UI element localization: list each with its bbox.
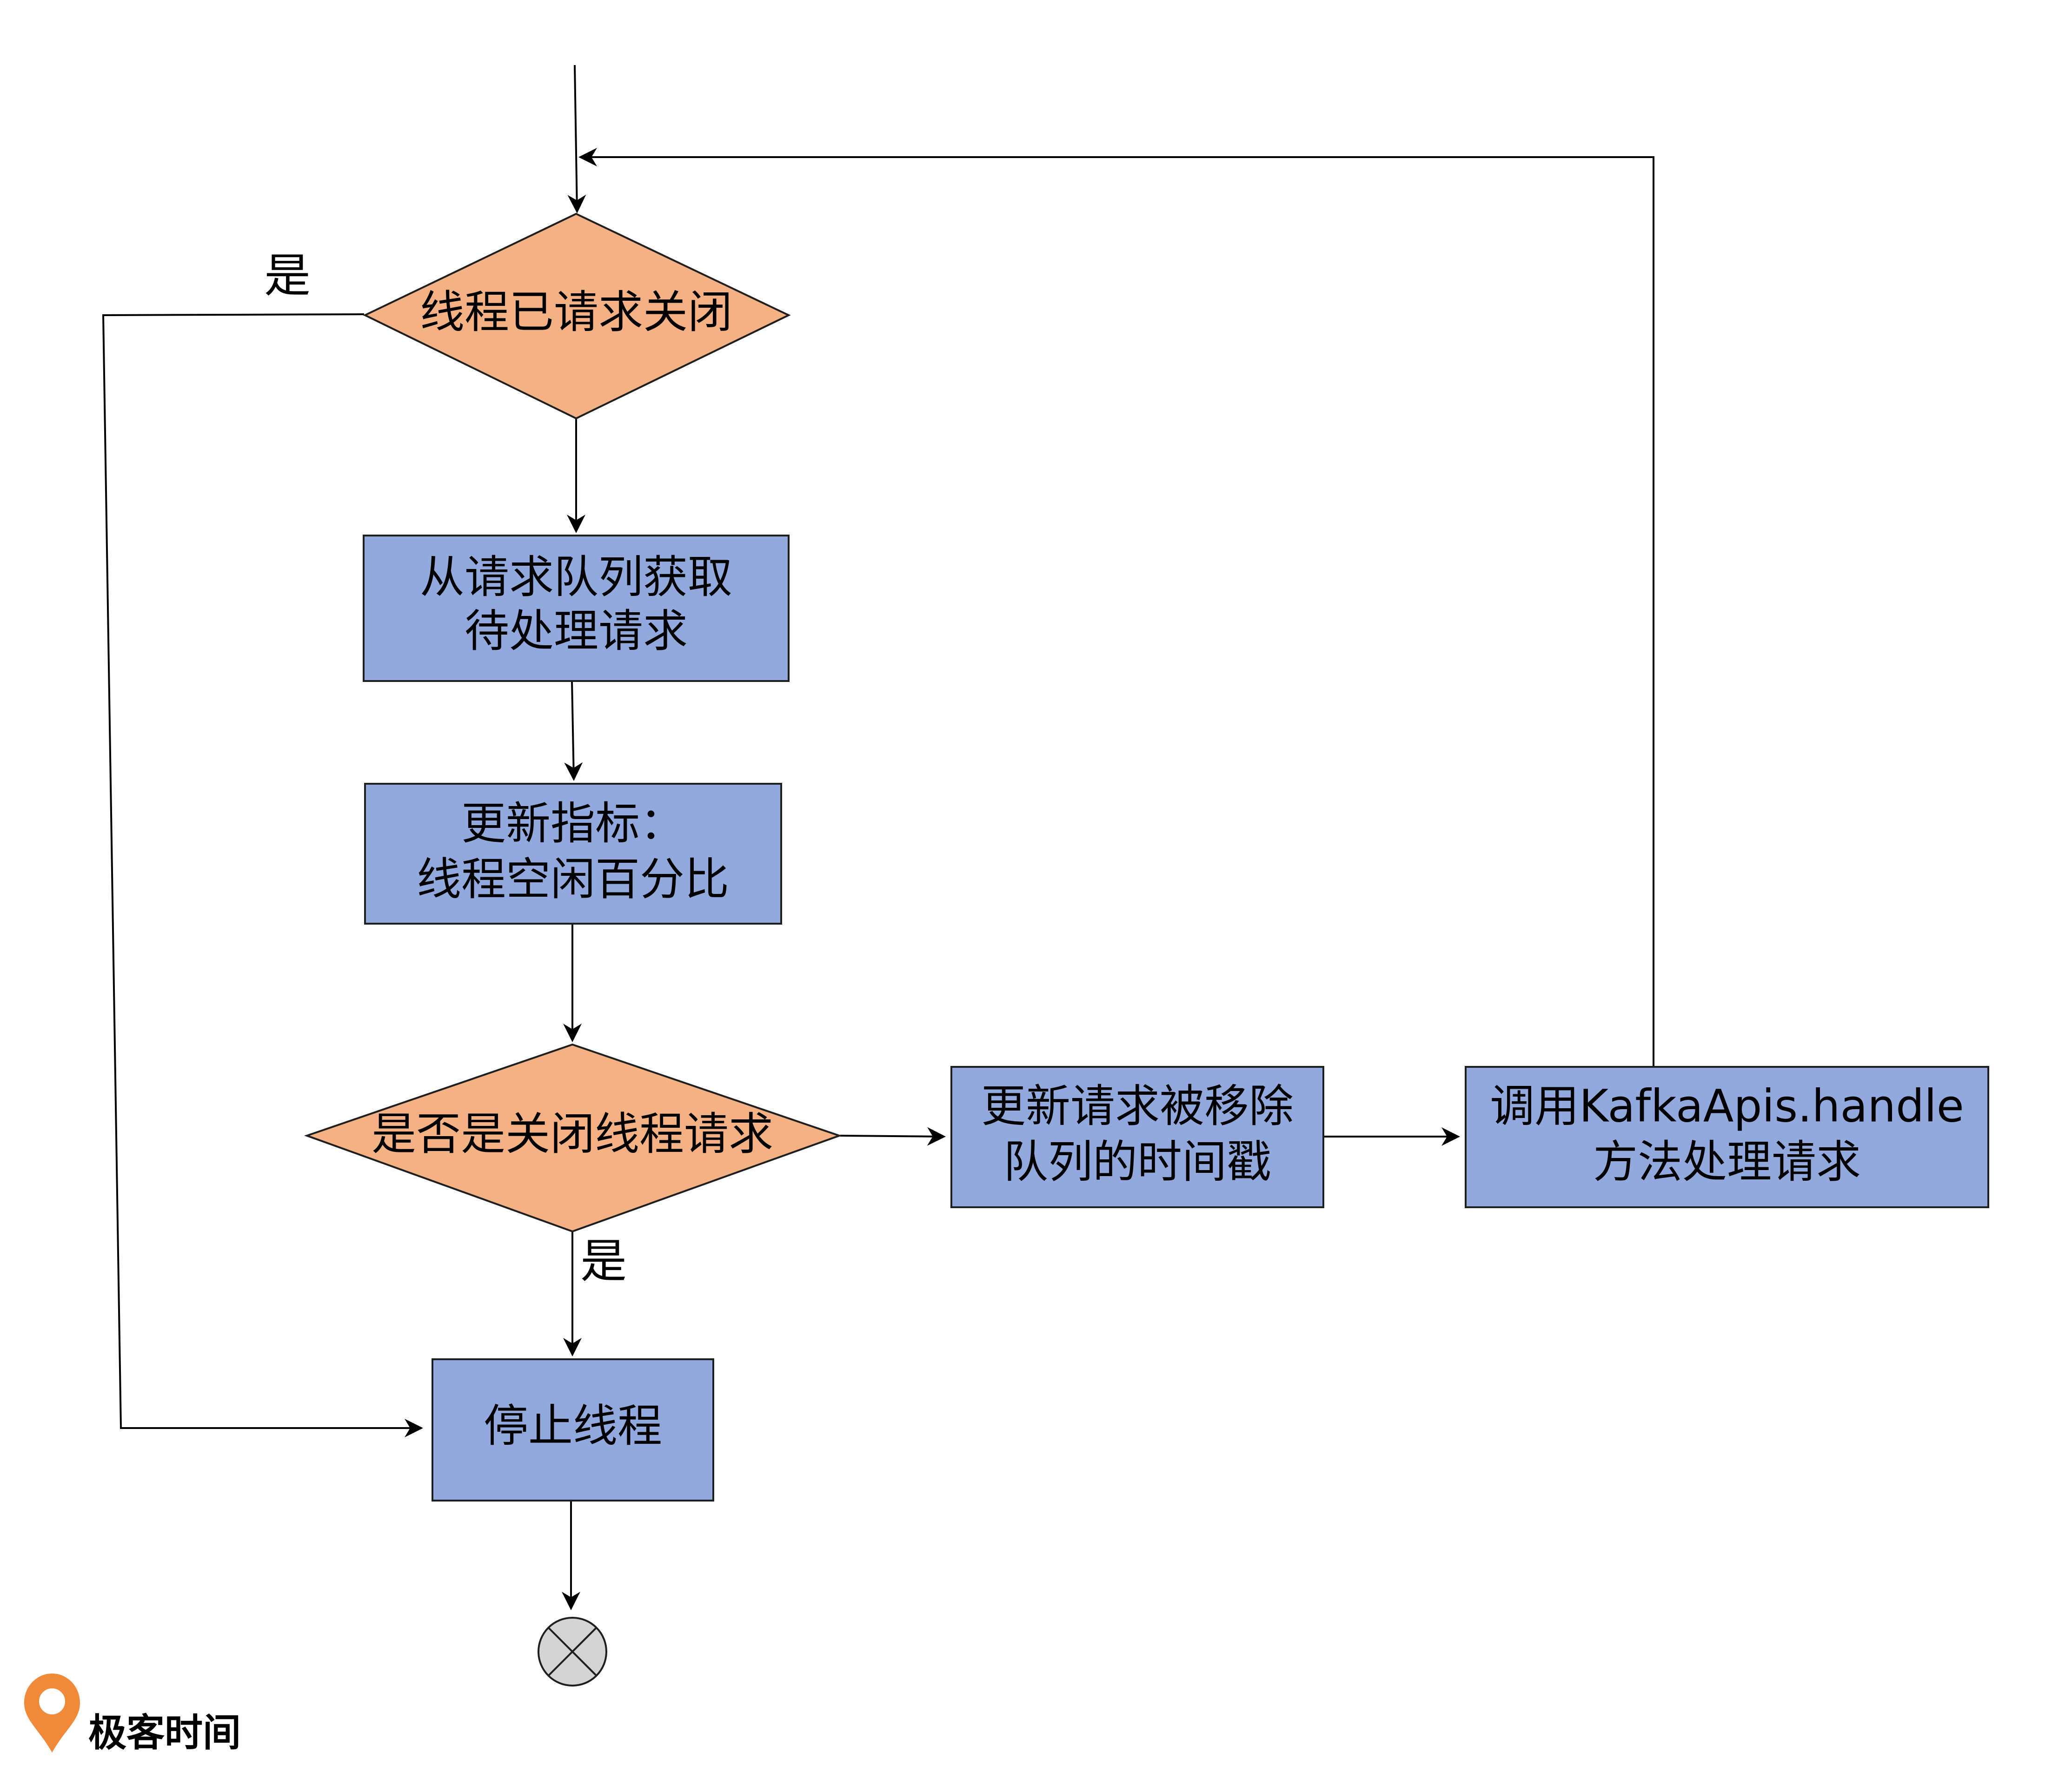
decision-label: 是否是关闭线程请求 bbox=[372, 1108, 773, 1160]
decision-thread-shutdown-requested: 线程已请求关闭 bbox=[363, 212, 791, 420]
process-label-line2: 待处理请求 bbox=[465, 605, 688, 657]
process-box bbox=[364, 783, 782, 925]
process-fetch-request: 从请求队列获取 待处理请求 bbox=[363, 535, 790, 682]
watermark: 极客时间 bbox=[24, 1674, 241, 1755]
edge-label-yes-bottom: 是 bbox=[580, 1234, 627, 1288]
process-label-line1: 更新请求被移除 bbox=[981, 1080, 1294, 1132]
edge-check-yes-to-stop bbox=[102, 313, 423, 1437]
decision-diamond bbox=[363, 212, 791, 420]
process-call-kafkaapis-handle: 调用KafkaApis.handle 方法处理请求 bbox=[1465, 1066, 1989, 1208]
watermark-text: 极客时间 bbox=[88, 1711, 241, 1755]
process-label-line1: 更新指标： bbox=[461, 797, 684, 849]
process-label-line1: 从请求队列获取 bbox=[420, 551, 732, 603]
process-box bbox=[950, 1066, 1324, 1208]
edge-loop-back bbox=[578, 148, 1654, 1069]
process-update-dequeue-timestamp: 更新请求被移除 队列的时间戳 bbox=[950, 1066, 1324, 1208]
process-box bbox=[363, 535, 790, 682]
process-label-line2: 线程空闲百分比 bbox=[417, 853, 729, 905]
process-label-line2: 队列的时间戳 bbox=[1003, 1136, 1271, 1188]
edge-fetch-to-metric bbox=[564, 681, 583, 781]
logo-inner bbox=[39, 1688, 65, 1714]
process-box bbox=[432, 1358, 714, 1502]
edge-label-yes-top: 是 bbox=[264, 248, 311, 303]
process-label-line2: 方法处理请求 bbox=[1593, 1136, 1861, 1188]
process-stop-thread: 停止线程 bbox=[432, 1358, 714, 1502]
decision-diamond bbox=[304, 1043, 843, 1233]
end-cross-line bbox=[547, 1627, 598, 1677]
geektime-logo-icon bbox=[24, 1674, 80, 1753]
process-update-idle-metric: 更新指标： 线程空闲百分比 bbox=[364, 783, 782, 925]
decision-label: 线程已请求关闭 bbox=[420, 286, 732, 338]
process-label-line1: 停止线程 bbox=[484, 1400, 662, 1452]
edge-entry bbox=[567, 65, 586, 213]
edge-decision-to-timestamp bbox=[840, 1127, 946, 1146]
process-box bbox=[1465, 1066, 1989, 1208]
process-label-line1: 调用KafkaApis.handle bbox=[1490, 1080, 1964, 1132]
end-terminal-icon bbox=[538, 1617, 607, 1687]
decision-is-shutdown-request: 是否是关闭线程请求 bbox=[304, 1043, 843, 1233]
